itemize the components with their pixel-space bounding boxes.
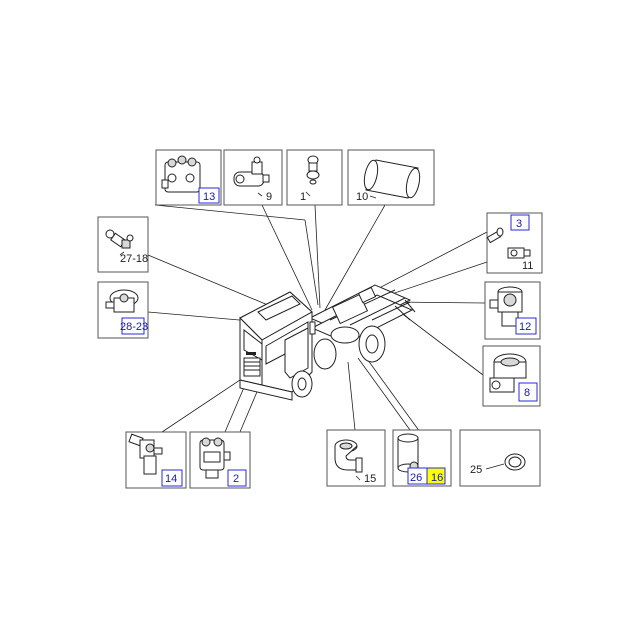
part-box-14[interactable]: 14 <box>125 431 187 489</box>
label-27-18: 27-18 <box>120 253 148 265</box>
label-9: 9 <box>266 191 272 203</box>
leader-lines <box>147 204 488 441</box>
label-28-23: 28-23 <box>120 321 148 333</box>
part-box-1[interactable]: 1 <box>286 149 343 206</box>
control-valve-icon <box>199 437 231 479</box>
elbow-fitting-icon <box>334 439 363 473</box>
seal-ring-icon <box>504 453 526 471</box>
sensor-valve-icon <box>233 156 270 187</box>
truck-illustration <box>239 284 416 401</box>
label-10: 10 <box>356 191 368 203</box>
pedal-valve-icon <box>128 433 163 475</box>
fitting-icon <box>306 155 320 185</box>
label-14: 14 <box>165 473 177 485</box>
label-11: 11 <box>522 260 533 272</box>
label-8: 8 <box>524 387 530 399</box>
part-box-8[interactable]: 8 <box>482 345 541 407</box>
connector-icon <box>486 227 531 259</box>
air-tank-icon <box>363 159 421 199</box>
label-15: 15 <box>364 473 376 485</box>
label-2: 2 <box>233 473 239 485</box>
cartridge-icon <box>397 433 419 473</box>
part-box-12[interactable]: 12 <box>484 281 541 340</box>
valve-block-icon <box>161 155 201 193</box>
label-26: 26 <box>410 472 422 484</box>
part-box-25[interactable]: 25 <box>459 429 541 487</box>
rear-wheel <box>313 325 386 370</box>
part-box-26-16[interactable]: 26 16 <box>392 429 452 487</box>
label-13: 13 <box>203 191 215 203</box>
label-12: 12 <box>519 321 531 333</box>
fitting-bolt-icon <box>105 229 134 249</box>
truck-cab <box>239 291 316 401</box>
part-box-9[interactable]: 9 <box>223 149 283 206</box>
part-box-13[interactable]: 13 <box>155 149 222 206</box>
part-box-10[interactable]: 10 <box>347 149 435 206</box>
label-1: 1 <box>300 191 306 203</box>
brake-valve-icon <box>489 353 527 393</box>
part-box-27-18[interactable]: 27-18 <box>97 216 149 273</box>
part-box-3-11[interactable]: 3 11 <box>486 212 543 274</box>
part-box-28-23[interactable]: 28-23 <box>97 281 149 339</box>
part-box-15[interactable]: 15 <box>326 429 386 487</box>
label-16: 16 <box>431 472 443 484</box>
label-25: 25 <box>470 464 482 476</box>
label-3: 3 <box>516 218 522 230</box>
part-box-2[interactable]: 2 <box>189 431 251 489</box>
chassis-frame <box>308 284 416 344</box>
flanged-valve-icon <box>105 289 139 313</box>
